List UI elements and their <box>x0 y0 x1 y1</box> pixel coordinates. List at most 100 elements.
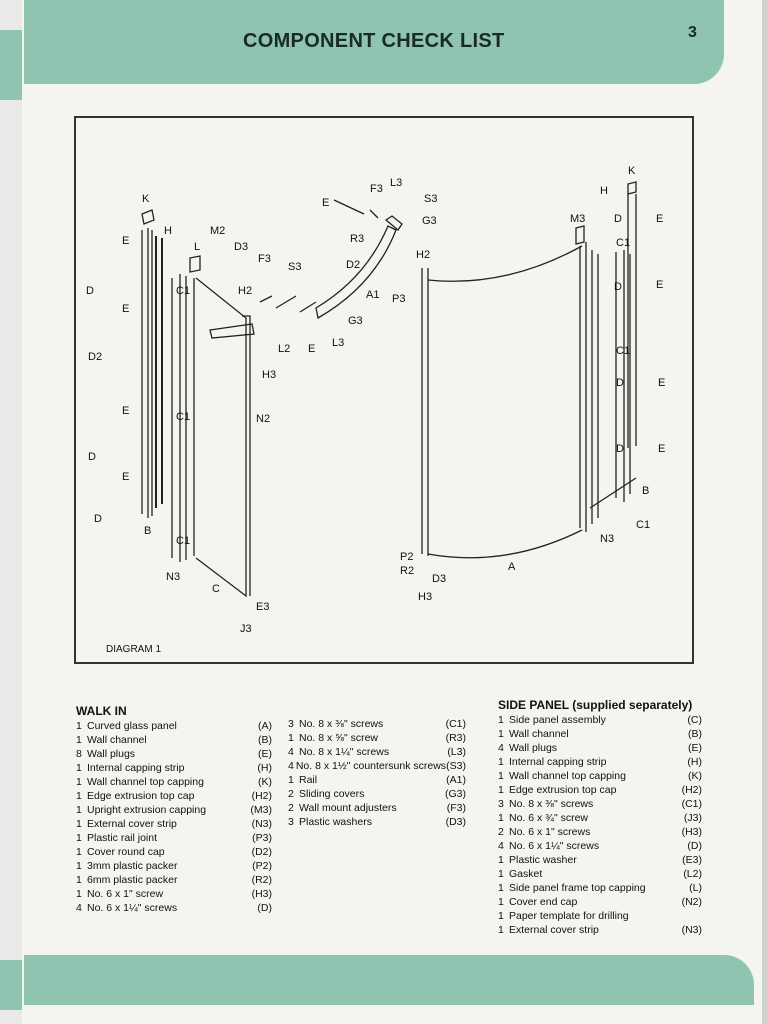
item-code: (H3) <box>681 826 702 838</box>
label-e: E <box>656 279 663 291</box>
item-name: Wall mount adjusters <box>299 802 397 814</box>
label-a1: A1 <box>366 289 379 301</box>
label-d: D <box>616 443 624 455</box>
item-qty: 1 <box>498 812 504 824</box>
item-code: (E) <box>258 748 272 760</box>
item-qty: 8 <box>76 748 82 760</box>
label-d: D <box>88 451 96 463</box>
item-qty: 1 <box>76 762 82 774</box>
item-name: No. 6 x 1¼" screws <box>509 840 600 852</box>
page-number: 3 <box>688 24 697 41</box>
walk-in-heading: WALK IN <box>76 704 127 718</box>
label-d: D <box>614 281 622 293</box>
list-item: 1 Wall channel top capping (K) <box>76 775 272 789</box>
label-a: A <box>508 561 516 573</box>
item-qty: 1 <box>498 868 504 880</box>
item-code: (L2) <box>683 868 702 880</box>
item-name: Internal capping strip <box>87 762 185 774</box>
label-l2: L2 <box>278 343 290 355</box>
item-name: Wall channel top capping <box>87 776 204 788</box>
label-c1: C1 <box>636 519 650 531</box>
label-h3: H3 <box>262 369 276 381</box>
label-n3: N3 <box>166 571 180 583</box>
item-qty: 1 <box>498 784 504 796</box>
item-qty: 1 <box>76 846 82 858</box>
item-code: (A1) <box>446 774 466 786</box>
label-j3: J3 <box>240 623 252 635</box>
item-name: No. 8 x 1½" countersunk screws <box>295 760 447 772</box>
label-k: K <box>142 193 150 205</box>
label-m3: M3 <box>570 213 585 225</box>
item-qty: 3 <box>288 816 294 828</box>
label-d: D <box>616 377 624 389</box>
list-item: 8 Wall plugs (E) <box>76 747 272 761</box>
label-h: H <box>164 225 172 237</box>
left-wall-channel <box>141 228 153 518</box>
item-qty: 3 <box>288 718 294 730</box>
label-e: E <box>122 405 129 417</box>
label-e: E <box>122 303 129 315</box>
item-code: (D) <box>687 840 702 852</box>
label-r2: R2 <box>400 565 414 577</box>
item-name: Side panel assembly <box>509 714 606 726</box>
label-s3: S3 <box>424 193 437 205</box>
left-top-capping <box>141 209 155 225</box>
item-name: Internal capping strip <box>509 756 607 768</box>
item-code: (B) <box>688 728 702 740</box>
item-qty: 1 <box>288 774 294 786</box>
label-l: L <box>194 241 200 253</box>
item-code: (C1) <box>681 798 702 810</box>
label-l3: L3 <box>390 177 402 189</box>
diagram-labels: K H E D E D2 E D E D B N3 C E3 J3 L C1 C… <box>86 165 665 635</box>
label-e: E <box>658 377 665 389</box>
item-code: (P2) <box>252 860 272 872</box>
item-qty: 1 <box>76 720 82 732</box>
item-code: (C1) <box>445 718 466 730</box>
item-qty: 1 <box>76 888 82 900</box>
item-name: No. 8 x 1¼" screws <box>299 746 390 758</box>
item-name: Wall channel top capping <box>509 770 626 782</box>
label-s3: S3 <box>288 261 301 273</box>
item-code: (N3) <box>681 924 702 936</box>
label-e: E <box>122 235 129 247</box>
item-qty: 1 <box>498 910 504 922</box>
item-qty: 4 <box>76 902 82 914</box>
label-e: E <box>322 197 329 209</box>
item-code: (K) <box>258 776 272 788</box>
door-glass <box>195 277 247 598</box>
item-code: (J3) <box>683 812 702 824</box>
label-c: C <box>212 583 220 595</box>
item-qty: 2 <box>288 802 294 814</box>
item-qty: 1 <box>76 776 82 788</box>
label-c1: C1 <box>176 411 190 423</box>
previous-page-edge <box>0 0 24 1024</box>
item-code: (N2) <box>681 896 702 908</box>
item-name: Wall channel <box>509 728 569 740</box>
item-qty: 1 <box>498 882 504 894</box>
item-name: No. 8 x ⅝" screw <box>299 732 379 744</box>
item-name: No. 6 x 1¼" screws <box>87 902 178 914</box>
item-code: (A) <box>258 720 272 732</box>
label-h2: H2 <box>416 249 430 261</box>
label-e3: E3 <box>256 601 269 613</box>
item-qty: 1 <box>76 874 82 886</box>
item-code: (R2) <box>251 874 272 886</box>
item-name: Wall plugs <box>87 748 136 760</box>
label-r3: R3 <box>350 233 364 245</box>
item-qty: 2 <box>498 826 504 838</box>
label-d2: D2 <box>346 259 360 271</box>
